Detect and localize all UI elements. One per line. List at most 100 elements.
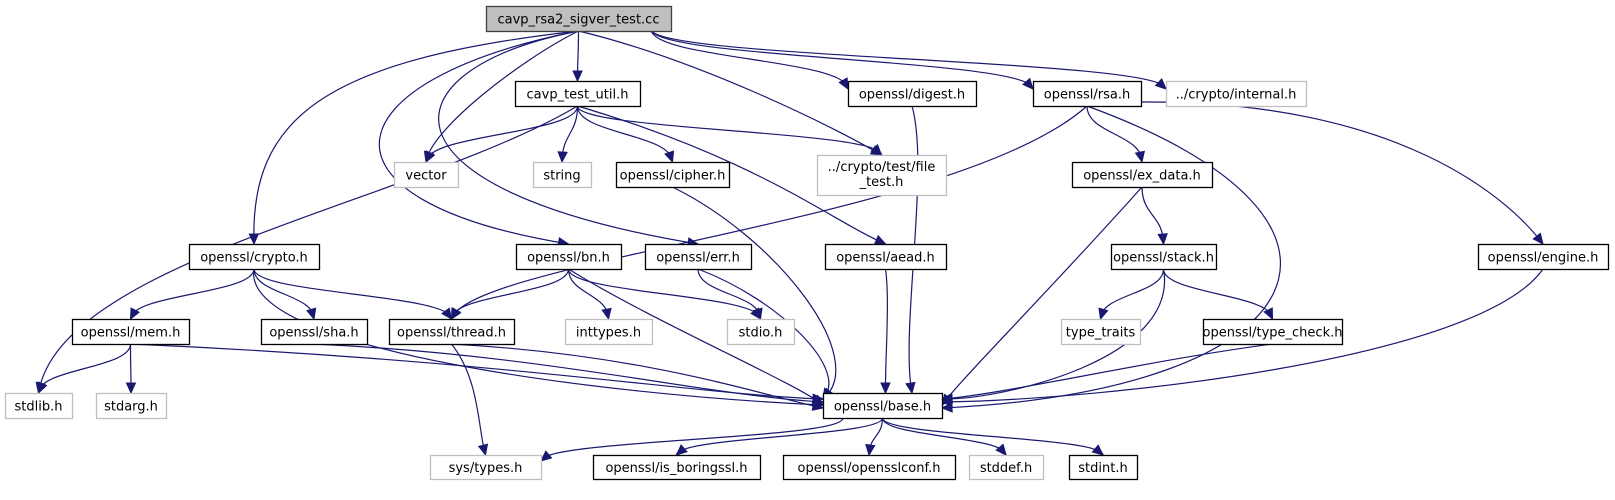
edge-ex_data-to-base [941, 186, 1143, 406]
node-box [1165, 80, 1308, 108]
node-label: openssl/opensslconf.h [798, 461, 941, 476]
node-type-check[interactable]: openssl/type_check.h [1202, 318, 1344, 346]
arrowhead-icon [873, 234, 887, 245]
node-crypto[interactable]: openssl/crypto.h [188, 243, 321, 271]
arrowhead-icon [664, 150, 675, 164]
node-label: openssl/mem.h [81, 326, 181, 341]
arrowhead-icon [477, 443, 489, 457]
node-stdlib: stdlib.h [4, 392, 74, 420]
node-stdint[interactable]: stdint.h [1068, 454, 1139, 481]
node-box [816, 154, 948, 197]
edge-stack-to-base [941, 268, 1166, 400]
edge-root-to-err [438, 30, 699, 245]
node-box [847, 80, 978, 108]
node-box [532, 161, 593, 189]
node-box [592, 454, 762, 481]
edge-err-to-stdio [697, 268, 762, 320]
arrowhead-icon [129, 307, 141, 321]
node-base[interactable]: openssl/base.h [822, 392, 944, 420]
arrowhead-icon [905, 381, 916, 395]
node-type-traits: type_traits [1060, 318, 1142, 346]
node-box [1202, 318, 1344, 346]
node-box [726, 318, 796, 346]
node-bn[interactable]: openssl/bn.h [515, 243, 623, 271]
node-stddef: stddef.h [968, 454, 1045, 481]
node-label: inttypes.h [576, 326, 641, 341]
node-engine[interactable]: openssl/engine.h [1477, 243, 1610, 271]
node-cipher[interactable]: openssl/cipher.h [615, 161, 731, 189]
node-stack[interactable]: openssl/stack.h [1110, 243, 1218, 271]
arrowhead-icon [752, 307, 763, 321]
node-is-boringssl[interactable]: openssl/is_boringssl.h [592, 454, 762, 481]
edge-mem-to-base [130, 343, 824, 400]
arrowhead-icon [870, 143, 883, 156]
arrowhead-icon [450, 307, 461, 321]
node-vector: vector [393, 161, 460, 189]
edge-root-to-bn [379, 30, 579, 245]
node-box [1068, 454, 1139, 481]
node-stdarg: stdarg.h [95, 392, 168, 420]
node-label: _test.h [859, 175, 904, 190]
edge-cipher-to-base [672, 186, 837, 400]
edge-cavp_test_util-to-file_test [576, 105, 883, 156]
node-box [1110, 243, 1218, 271]
node-label: openssl/err.h [656, 251, 740, 266]
node-sha[interactable]: openssl/sha.h [260, 318, 369, 346]
node-box [968, 454, 1045, 481]
node-box [515, 243, 623, 271]
node-label: openssl/sha.h [269, 326, 358, 341]
arrowhead-icon [1022, 77, 1034, 90]
arrowhead-icon [838, 77, 849, 91]
node-box [1071, 161, 1214, 189]
node-internal: ../crypto/internal.h [1165, 80, 1308, 108]
arrowhead-icon [125, 382, 137, 395]
node-label: openssl/base.h [834, 400, 931, 415]
arrowhead-icon [1154, 77, 1167, 90]
node-box [188, 243, 321, 271]
node-box [822, 392, 944, 420]
node-box [644, 243, 753, 271]
node-label: string [543, 169, 580, 184]
node-thread[interactable]: openssl/thread.h [388, 318, 516, 346]
node-opensslconf[interactable]: openssl/opensslconf.h [782, 454, 957, 481]
node-err[interactable]: openssl/err.h [644, 243, 753, 271]
edge-root-to-crypto [253, 30, 579, 245]
node-box [260, 318, 369, 346]
node-digest[interactable]: openssl/digest.h [847, 80, 978, 108]
edge-mem-to-stdlib [37, 343, 132, 394]
edge-type_check-to-base [941, 343, 1273, 400]
node-box [514, 80, 642, 108]
arrowhead-icon [306, 307, 317, 321]
arrowhead-icon [441, 307, 453, 320]
edge-root-to-vector [425, 30, 579, 163]
edge-root-to-file_test [578, 30, 882, 156]
node-label: stdint.h [1078, 461, 1127, 476]
node-box [485, 5, 673, 33]
edge-stack-to-type_check [1162, 268, 1274, 320]
edge-crypto-to-thread [253, 268, 453, 320]
arrowhead-icon [37, 381, 48, 395]
node-box [71, 318, 191, 346]
arrowhead-icon [995, 443, 1007, 456]
arrowhead-icon [557, 151, 568, 164]
arrowhead-icon [865, 443, 876, 457]
arrowhead-icon [880, 382, 891, 395]
edge-stack-to-type_traits [1099, 268, 1165, 320]
node-label: cavp_test_util.h [527, 88, 629, 103]
edge-rsa-to-base [941, 105, 1281, 409]
edge-engine-to-base [941, 268, 1544, 403]
node-aead[interactable]: openssl/aead.h [824, 243, 948, 271]
arrowhead-icon [811, 400, 825, 411]
edge-sha-to-base [313, 343, 824, 403]
node-mem[interactable]: openssl/mem.h [71, 318, 191, 346]
node-cavp-test-util[interactable]: cavp_test_util.h [514, 80, 642, 108]
node-ex-data[interactable]: openssl/ex_data.h [1071, 161, 1214, 189]
node-rsa[interactable]: openssl/rsa.h [1032, 80, 1143, 108]
arrowhead-icon [1532, 232, 1544, 245]
node-box [782, 454, 957, 481]
node-root[interactable]: cavp_rsa2_sigver_test.cc [485, 5, 673, 33]
node-string: string [532, 161, 593, 189]
arrowhead-icon [1098, 307, 1109, 321]
node-label: openssl/aead.h [836, 251, 935, 266]
